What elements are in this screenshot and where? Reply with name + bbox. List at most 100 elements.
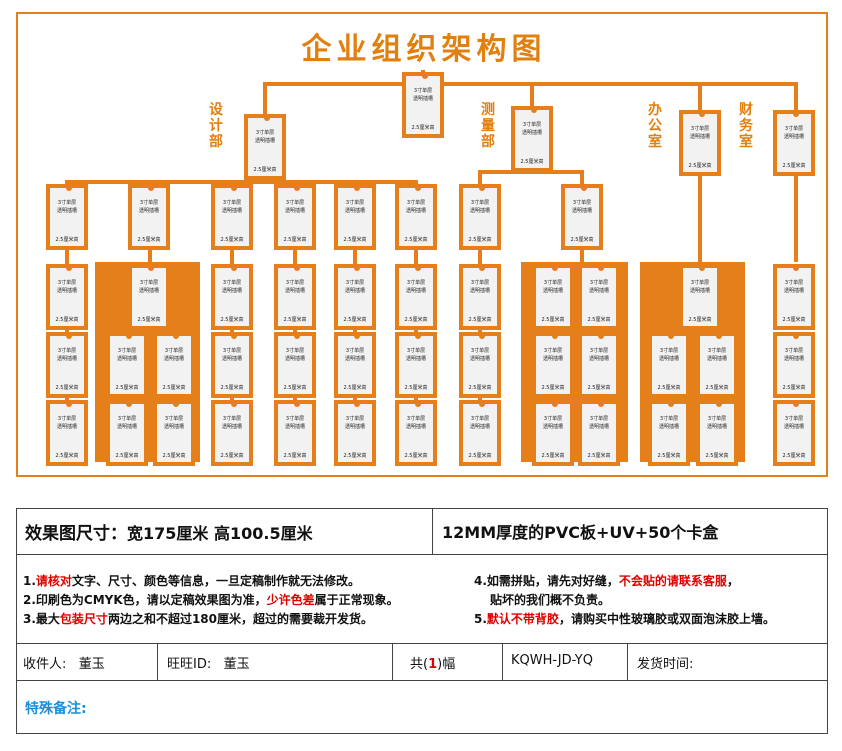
note-3: 3.最大包装尺寸两边之和不超过180厘米，超过的需要裁开发货。 xyxy=(23,612,373,626)
slot-notch xyxy=(126,335,132,339)
ship-time-field: 发货时间: xyxy=(637,657,694,672)
card-text-size: 3寸单层 xyxy=(589,348,609,354)
connector-line xyxy=(698,82,702,116)
card-text-type: 透明插槽 xyxy=(344,288,365,294)
card-text-size: 3寸单层 xyxy=(589,280,609,286)
card-text-height: 2.5厘米高 xyxy=(468,317,492,323)
card-text-size: 3寸单层 xyxy=(57,416,77,422)
slot-notch xyxy=(294,335,300,339)
card-text-type: 透明插槽 xyxy=(344,356,365,362)
card-text-height: 2.5厘米高 xyxy=(115,385,139,391)
dept-label-finance: 财务室 xyxy=(739,102,753,150)
card-text-type: 透明插槽 xyxy=(783,134,804,140)
card-text-height: 2.5厘米高 xyxy=(541,453,565,459)
connector-line xyxy=(65,180,417,184)
card-text-size: 3寸单层 xyxy=(139,200,159,206)
slot-notch xyxy=(479,187,485,191)
card-text-height: 2.5厘米高 xyxy=(468,453,492,459)
slot-notch xyxy=(668,403,674,407)
connector-line xyxy=(530,82,534,116)
card-text-type: 透明插槽 xyxy=(138,208,159,214)
size-label: 效果图尺寸：宽175厘米 高100.5厘米 xyxy=(25,524,313,544)
note-5: 5.默认不带背胶，请购买中性玻璃胶或双面泡沫胶上墙。 xyxy=(474,612,775,626)
card-text-type: 透明插槽 xyxy=(116,424,137,430)
slot-notch xyxy=(231,267,237,271)
card-text-type: 透明插槽 xyxy=(542,424,563,430)
card-text-type: 透明插槽 xyxy=(706,424,727,430)
dept-label-design: 设计部 xyxy=(209,102,223,150)
slot-notch xyxy=(793,335,799,339)
card-text-height: 2.5厘米高 xyxy=(55,317,79,323)
connector-line xyxy=(478,170,482,194)
card-text-height: 2.5厘米高 xyxy=(404,453,428,459)
slot-notch xyxy=(552,335,558,339)
slot-notch xyxy=(581,187,587,191)
card-text-size: 3寸单层 xyxy=(572,200,592,206)
card-text-height: 2.5厘米高 xyxy=(541,317,565,323)
slot-notch xyxy=(415,267,421,271)
remark-label: 特殊备注: xyxy=(25,701,87,717)
card-text-type: 透明插槽 xyxy=(405,288,426,294)
slot-notch xyxy=(66,403,72,407)
card-text-height: 2.5厘米高 xyxy=(657,385,681,391)
note-1: 1.请核对文字、尺寸、颜色等信息，一旦定稿制作就无法修改。 xyxy=(23,574,360,588)
card-text-height: 2.5厘米高 xyxy=(137,317,161,323)
card-text-height: 2.5厘米高 xyxy=(570,237,594,243)
slot-notch xyxy=(354,335,360,339)
slot-notch xyxy=(126,403,132,407)
slot-notch xyxy=(231,187,237,191)
card-text-height: 2.5厘米高 xyxy=(343,237,367,243)
card-text-height: 2.5厘米高 xyxy=(55,237,79,243)
slot-notch xyxy=(294,267,300,271)
card-text-type: 透明插槽 xyxy=(344,208,365,214)
card-text-type: 透明插槽 xyxy=(542,288,563,294)
card-text-height: 2.5厘米高 xyxy=(220,385,244,391)
slot-notch xyxy=(415,335,421,339)
card-text-type: 透明插槽 xyxy=(163,356,184,362)
card-text-size: 3寸单层 xyxy=(117,416,137,422)
card-text-type: 透明插槽 xyxy=(588,424,609,430)
connector-line xyxy=(478,170,584,174)
card-text-size: 3寸单层 xyxy=(222,416,242,422)
card-text-size: 3寸单层 xyxy=(285,348,305,354)
spec-table: 效果图尺寸：宽175厘米 高100.5厘米 12MM厚度的PVC板+UV+50个… xyxy=(16,508,828,734)
card-text-size: 3寸单层 xyxy=(707,348,727,354)
card-text-size: 3寸单层 xyxy=(345,348,365,354)
slot-notch xyxy=(264,117,270,121)
card-text-size: 3寸单层 xyxy=(470,200,490,206)
card-text-height: 2.5厘米高 xyxy=(587,385,611,391)
card-text-type: 透明插槽 xyxy=(284,288,305,294)
card-text-size: 3寸单层 xyxy=(406,348,426,354)
slot-notch xyxy=(173,403,179,407)
card-text-size: 3寸单层 xyxy=(222,200,242,206)
card-text-height: 2.5厘米高 xyxy=(404,237,428,243)
card-text-size: 3寸单层 xyxy=(406,280,426,286)
card-text-type: 透明插槽 xyxy=(469,288,490,294)
slot-notch xyxy=(598,335,604,339)
card-text-height: 2.5厘米高 xyxy=(404,317,428,323)
card-text-height: 2.5厘米高 xyxy=(782,317,806,323)
slot-notch xyxy=(294,187,300,191)
card-text-height: 2.5厘米高 xyxy=(283,385,307,391)
card-text-type: 透明插槽 xyxy=(284,424,305,430)
card-text-height: 2.5厘米高 xyxy=(253,167,277,173)
slot-notch xyxy=(699,267,705,271)
card-text-type: 透明插槽 xyxy=(344,424,365,430)
connector-line xyxy=(580,250,584,262)
card-text-type: 透明插槽 xyxy=(56,288,77,294)
slot-notch xyxy=(173,335,179,339)
